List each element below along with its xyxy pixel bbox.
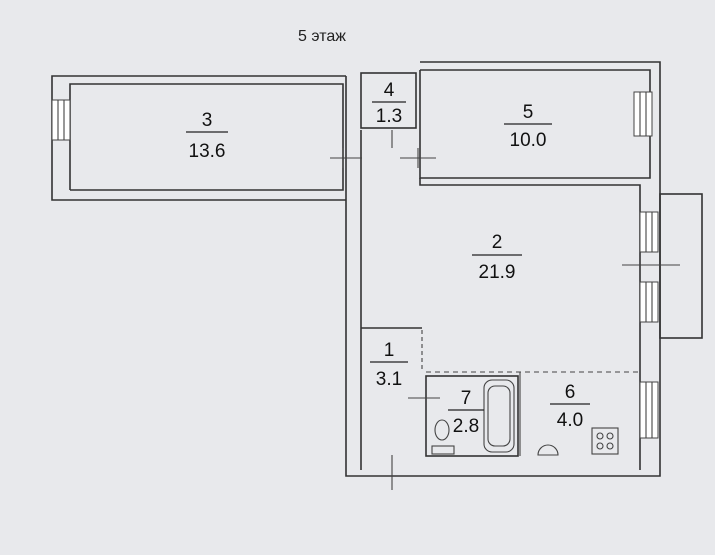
room-1-number: 1 xyxy=(384,340,395,361)
room-5-area: 10.0 xyxy=(510,130,547,151)
room-5-number: 5 xyxy=(523,102,534,123)
room-label-3: 3 13.6 xyxy=(186,110,228,162)
room-6-area: 4.0 xyxy=(557,410,583,431)
room-6-number: 6 xyxy=(565,382,576,403)
room-label-7: 7 2.8 xyxy=(448,388,484,437)
room-label-4: 4 1.3 xyxy=(372,80,406,127)
room-label-2: 2 21.9 xyxy=(472,232,522,283)
stove-icon xyxy=(591,427,619,455)
room-label-1: 1 3.1 xyxy=(370,340,408,390)
floor-label: 5 этаж xyxy=(298,28,346,45)
room-label-6: 6 4.0 xyxy=(550,382,590,431)
room-7-number: 7 xyxy=(461,388,472,409)
room-4-number: 4 xyxy=(384,80,395,101)
windows xyxy=(51,91,659,439)
room-4-area: 1.3 xyxy=(376,106,402,127)
room-3-area: 13.6 xyxy=(189,141,226,162)
window-room-2-bottom xyxy=(639,281,659,323)
room-7-area: 2.8 xyxy=(453,416,479,437)
room-3-number: 3 xyxy=(202,110,213,131)
window-room-6 xyxy=(639,381,659,439)
window-room-2-top xyxy=(639,211,659,253)
door-marks xyxy=(330,130,680,490)
sink-icon xyxy=(537,444,559,456)
room-2-number: 2 xyxy=(492,232,503,253)
toilet-icon xyxy=(434,419,450,441)
window-room-3 xyxy=(51,99,71,141)
window-room-5 xyxy=(633,91,653,137)
balcony xyxy=(659,193,703,339)
room-4-walls xyxy=(360,72,417,129)
room-label-5: 5 10.0 xyxy=(504,102,552,151)
fixtures xyxy=(431,379,619,456)
room-1-area: 3.1 xyxy=(376,369,402,390)
bathtub-icon xyxy=(483,379,515,453)
room-2-area: 21.9 xyxy=(479,262,516,283)
